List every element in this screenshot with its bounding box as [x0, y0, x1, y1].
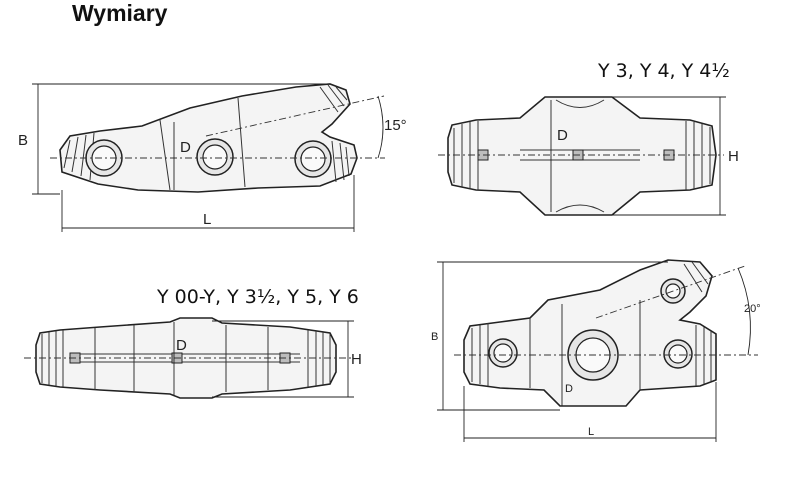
- br-label-L: L: [588, 426, 594, 438]
- br-angle-arc: [737, 267, 751, 356]
- bl-ribs-left: [41, 330, 64, 387]
- br-ribs-top: [683, 261, 709, 293]
- br-hole-right-inner: [668, 344, 688, 364]
- bl-seams: [94, 325, 269, 392]
- br-hole-left-inner: [493, 343, 513, 363]
- bl-label-H: H: [351, 351, 362, 368]
- tl-label-D: D: [180, 139, 191, 156]
- tr-ribs-right: [685, 121, 711, 190]
- bl-ribs-right: [307, 330, 331, 387]
- tr-ribs-left: [453, 121, 479, 190]
- br-label-B: B: [431, 331, 438, 343]
- tr-label-H: H: [728, 148, 739, 165]
- tl-angle-arc: [377, 95, 384, 159]
- tl-label-B: B: [18, 132, 28, 149]
- br-seams: [529, 300, 641, 390]
- tl-angle-line: [205, 95, 385, 137]
- drawing-bottom-right: B D L 20°: [431, 259, 761, 442]
- bl-body-outline: [35, 317, 337, 399]
- tl-ribs-top: [319, 84, 348, 113]
- tl-label-L: L: [203, 211, 211, 228]
- drawing-top-right: D H: [438, 96, 739, 216]
- tr-bottom-cap: [555, 204, 605, 213]
- caption-y00-y6: Y 00-Y, Y 3½, Y 5, Y 6: [157, 286, 359, 308]
- tl-seams: [159, 97, 246, 191]
- tl-hole-3-inner: [300, 146, 326, 172]
- page-title: Wymiary: [72, 0, 168, 26]
- br-angle-line: [595, 265, 746, 319]
- drawing-bottom-left: D H: [24, 317, 362, 399]
- br-ribs-right: [695, 325, 712, 386]
- tl-ribs-right: [331, 140, 350, 183]
- tr-label-D: D: [557, 127, 568, 144]
- bl-mid-band: [70, 353, 300, 363]
- tl-ribs-left: [63, 132, 95, 181]
- tl-label-15: 15°: [384, 117, 407, 134]
- drawing-top-left: B D L 15°: [18, 83, 407, 232]
- tr-top-cap: [555, 99, 605, 108]
- tl-body-outline: [59, 83, 358, 193]
- br-label-20: 20°: [744, 303, 761, 315]
- br-label-D: D: [565, 383, 573, 395]
- caption-y3-y4: Y 3, Y 4, Y 4½: [598, 60, 730, 82]
- bl-label-D: D: [176, 337, 187, 354]
- tl-hole-2-inner: [202, 144, 228, 170]
